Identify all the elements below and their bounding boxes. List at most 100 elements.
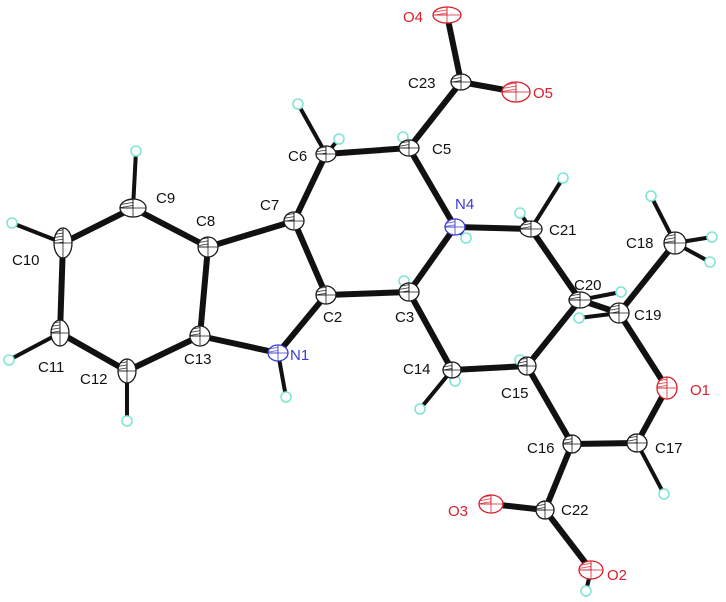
bond-C15-C16 [524, 364, 575, 446]
hydrogen-atom-H14A [414, 403, 426, 415]
atom-O4 [432, 6, 462, 24]
atom-label-C5: C5 [432, 141, 451, 158]
atom-C3 [398, 282, 420, 302]
hydrogen-atom-H21A [557, 172, 569, 184]
atom-label-C15: C15 [501, 385, 529, 402]
bond-C3-N4 [406, 225, 458, 294]
atom-C17 [626, 433, 648, 453]
atom-label-C22: C22 [561, 502, 589, 519]
hydrogen-atom-H10 [6, 217, 18, 229]
atom-label-C8: C8 [196, 213, 215, 230]
bond-C16-C17 [571, 440, 638, 447]
atom-C14 [442, 361, 462, 379]
h-bond-H21A [529, 176, 565, 231]
atom-N1 [267, 344, 289, 362]
hydrogen-atoms [3, 98, 718, 597]
bond-C20-C15 [524, 298, 583, 368]
bond-O4-C23 [444, 14, 464, 83]
atom-label-C16: C16 [527, 440, 555, 457]
atom-C7 [283, 211, 305, 231]
bond-C3-C14 [406, 290, 455, 372]
atom-O5 [501, 81, 531, 103]
atom-O3 [478, 494, 504, 514]
atom-N4 [444, 218, 466, 236]
atom-C2 [315, 285, 337, 305]
hydrogen-atom-H18C [704, 256, 716, 268]
atom-label-C2: C2 [323, 309, 342, 326]
bond-N1-C2 [275, 293, 329, 355]
bond-C16-C22 [542, 442, 575, 512]
atom-C16 [562, 434, 582, 454]
atom-label-O2: O2 [607, 567, 627, 584]
hydrogen-atom-H6B [333, 133, 345, 145]
hydrogen-atom-H20 [615, 286, 627, 298]
atom-label-C9: C9 [156, 190, 175, 207]
atom-label-N4: N4 [455, 196, 474, 213]
atom-C9 [119, 198, 147, 218]
hydrogen-atom-H9 [130, 145, 142, 157]
bond-N4-C21 [454, 224, 532, 232]
atom-label-O1: O1 [690, 382, 710, 399]
atom-O1 [656, 376, 678, 400]
atom-label-C11: C11 [38, 359, 64, 376]
hydrogen-bonds [8, 103, 713, 592]
atom-label-C7: C7 [260, 197, 279, 214]
atom-label-C6: C6 [288, 148, 307, 165]
hydrogen-atom-H19 [573, 312, 585, 324]
atom-label-C3: C3 [395, 309, 414, 326]
atom-label-C20: C20 [574, 277, 602, 294]
bond-C22-O2 [542, 508, 594, 572]
atom-C11 [50, 319, 70, 347]
atom-C19 [608, 302, 630, 324]
atom-C5 [398, 139, 420, 157]
atom-label-N1: N1 [290, 347, 309, 364]
hydrogen-atom-H2 [580, 585, 592, 597]
hydrogen-atom-H4 [460, 232, 472, 244]
atom-label-C12: C12 [80, 371, 108, 388]
atom-C10 [53, 227, 73, 259]
bond-C14-C15 [451, 363, 528, 373]
bond-C23-C5 [406, 80, 464, 150]
bond-C11-C12 [58, 330, 129, 374]
atom-label-C10: C10 [12, 252, 40, 269]
bond-C19-C18 [616, 241, 678, 315]
atom-label-O4: O4 [403, 9, 423, 26]
hydrogen-atom-H21B [514, 207, 526, 219]
atom-C18 [663, 231, 687, 255]
bond-C21-C20 [528, 227, 583, 302]
atom-label-C23: C23 [408, 75, 436, 92]
atom-label-C19: C19 [634, 307, 662, 324]
bond-C6-C7 [291, 152, 329, 223]
hydrogen-atom-H12 [121, 415, 133, 427]
atom-label-C18: C18 [626, 235, 654, 252]
hydrogen-atom-H17 [658, 488, 670, 500]
atom-O2 [578, 560, 604, 580]
bond-C7-C2 [291, 219, 329, 297]
atom-C20 [568, 291, 592, 309]
h-bond-H6A [296, 103, 328, 155]
bond-C12-C13 [125, 333, 202, 374]
bond-C2-C3 [325, 289, 410, 298]
hydrogen-atom-H1 [280, 391, 292, 403]
hydrogen-atom-H18A [645, 190, 657, 202]
atom-C12 [117, 358, 137, 384]
heavy-atoms [50, 6, 687, 580]
bond-C19-O1 [616, 311, 670, 390]
atom-label-C14: C14 [403, 361, 431, 378]
atom-label-O3: O3 [448, 503, 468, 520]
bond-C13-N1 [199, 333, 279, 356]
atom-label-O5: O5 [533, 85, 553, 102]
hydrogen-atom-H11 [3, 354, 15, 366]
bond-C9-C10 [61, 205, 135, 246]
atom-C8 [197, 236, 219, 258]
atom-C21 [519, 220, 543, 238]
atom-label-C21: C21 [549, 222, 577, 239]
bond-C7-C8 [207, 218, 295, 250]
atom-label-C13: C13 [184, 351, 212, 368]
bond-C5-C6 [325, 145, 410, 157]
atom-C6 [315, 145, 337, 163]
bond-C8-C9 [131, 205, 210, 250]
bond-C8-C13 [197, 246, 211, 337]
